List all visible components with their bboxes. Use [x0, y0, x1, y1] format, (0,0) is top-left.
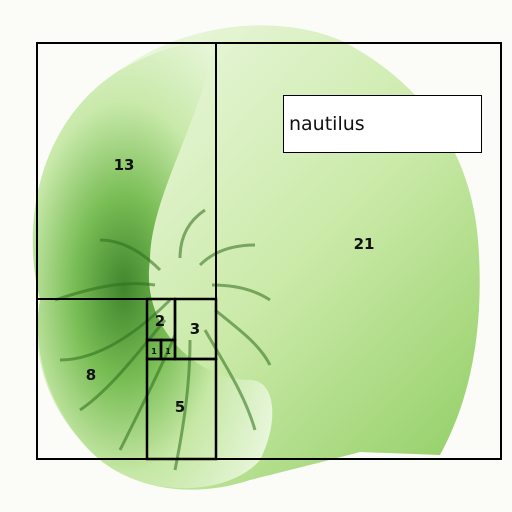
caption-text: nautilus: [289, 113, 365, 135]
fibonacci-grid: [36, 42, 502, 461]
shell-coil: [32, 43, 273, 489]
label-1b: 1: [165, 347, 171, 356]
label-1a: 1: [151, 347, 157, 356]
label-21: 21: [354, 235, 375, 253]
label-8: 8: [86, 366, 96, 384]
label-3: 3: [190, 320, 200, 338]
label-13: 13: [114, 156, 135, 174]
square-1b: [159, 338, 177, 361]
label-2: 2: [155, 312, 165, 330]
caption-box: nautilus: [283, 95, 482, 153]
shell-ribs: [54, 208, 272, 471]
label-5: 5: [175, 398, 185, 416]
